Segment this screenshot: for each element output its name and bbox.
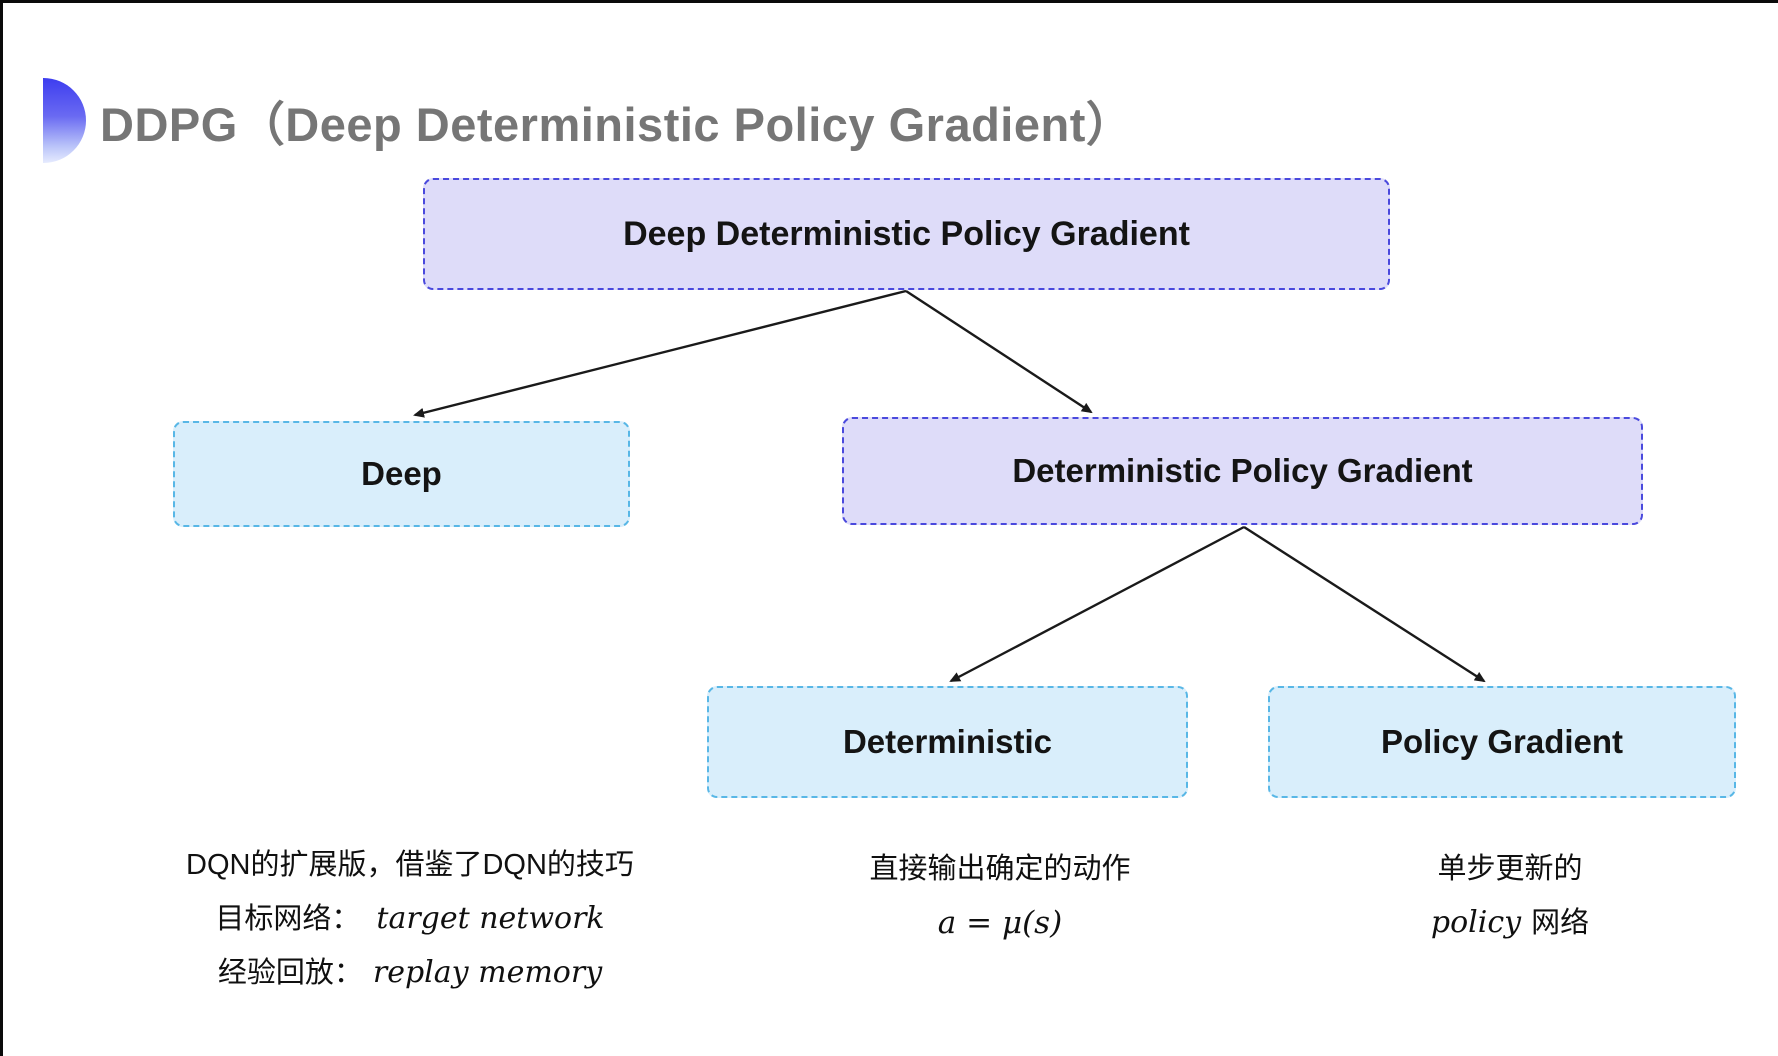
arrow-root-to-deep	[413, 289, 907, 418]
note-policy-gradient-line2-en: policy	[1430, 905, 1522, 940]
note-deterministic-line1: 直接输出确定的动作	[810, 842, 1190, 896]
note-policy-gradient-line2: policy 网络	[1320, 896, 1700, 950]
window-edge-top	[0, 0, 1778, 3]
node-policy-gradient-label: Policy Gradient	[1380, 723, 1624, 760]
node-root-label: Deep Deterministic Policy Gradient	[623, 214, 1190, 253]
note-policy-gradient-line1: 单步更新的	[1320, 842, 1700, 896]
slide-title-row: DDPG（Deep Deterministic Policy Gradient）	[100, 74, 1133, 166]
note-policy-gradient: 单步更新的 policy 网络	[1320, 842, 1700, 950]
note-deep-line2-cn: 目标网络：	[215, 903, 361, 935]
note-deep-line3-cn: 经验回放：	[217, 957, 363, 989]
node-deep-label: Deep	[361, 455, 442, 492]
slide-title: DDPG（Deep Deterministic Policy Gradient）	[100, 97, 1134, 151]
note-deep: DQN的扩展版，借鉴了DQN的技巧 目标网络： target network 经验…	[110, 838, 710, 1000]
note-deep-line3-en: replay memory	[372, 955, 603, 990]
note-policy-gradient-line1-text: 单步更新的	[1437, 853, 1583, 885]
arrow-root-to-dpg	[905, 289, 1093, 414]
note-deterministic-line1-text: 直接输出确定的动作	[869, 853, 1131, 885]
node-deep: Deep	[173, 421, 630, 527]
bullet-semicircle-icon	[43, 78, 86, 163]
note-deep-line1-text: DQN的扩展版，借鉴了DQN的技巧	[186, 849, 634, 881]
note-deep-line2-en: target network	[376, 901, 605, 936]
note-deep-line1: DQN的扩展版，借鉴了DQN的技巧	[110, 838, 710, 892]
note-deterministic-formula: a = μ(s)	[810, 896, 1190, 951]
node-dpg-label: Deterministic Policy Gradient	[1012, 452, 1473, 489]
node-deterministic: Deterministic	[707, 686, 1188, 798]
note-deterministic: 直接输出确定的动作 a = μ(s)	[810, 842, 1190, 951]
note-policy-gradient-line2-cn: 网络	[1531, 907, 1590, 939]
note-deep-line2: 目标网络： target network	[110, 892, 710, 946]
formula-a-mu-s: a = μ(s)	[937, 905, 1063, 941]
node-deterministic-label: Deterministic	[842, 723, 1053, 760]
window-edge-left	[0, 0, 3, 1056]
node-root: Deep Deterministic Policy Gradient	[423, 178, 1390, 290]
node-policy-gradient: Policy Gradient	[1268, 686, 1736, 798]
arrow-dpg-to-policy-gradient	[1243, 525, 1486, 683]
note-deep-line3: 经验回放： replay memory	[110, 946, 710, 1000]
arrow-dpg-to-deterministic	[949, 525, 1245, 683]
node-deterministic-policy-gradient: Deterministic Policy Gradient	[842, 417, 1643, 525]
